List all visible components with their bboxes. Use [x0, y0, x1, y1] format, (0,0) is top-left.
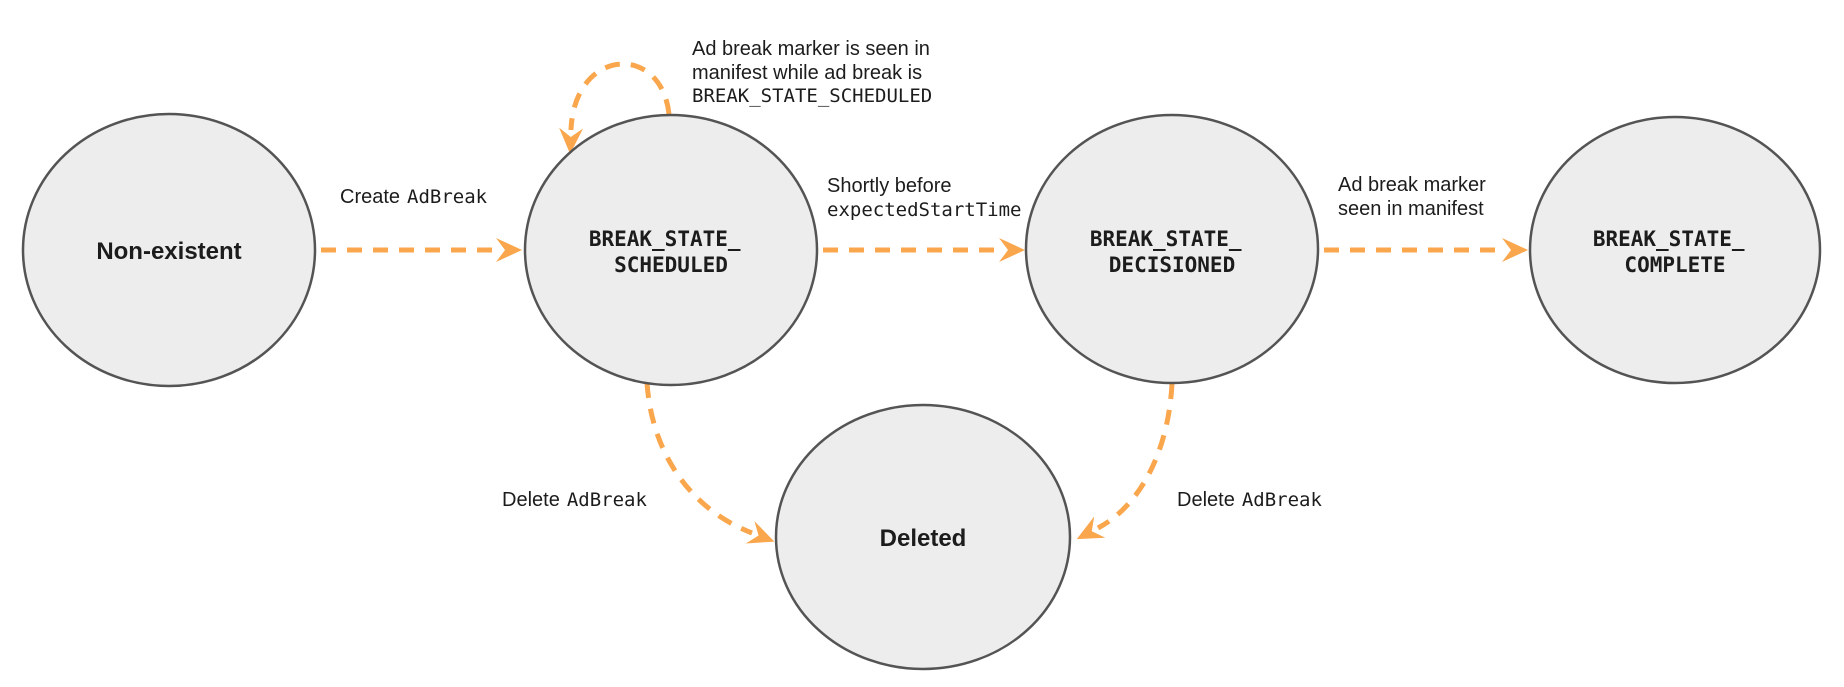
state-non-existent: Non-existent [21, 112, 317, 388]
state-break-state-decisioned: BREAK_STATE_ DECISIONED [1024, 113, 1320, 385]
state-label-non-existent: Non-existent [96, 238, 241, 265]
transition-shortly-before-expected-start: Shortly before expectedStartTime [823, 175, 1025, 262]
state-circle-non-existent [21, 112, 317, 388]
state-circle-break-state-scheduled [523, 113, 819, 387]
arrow-decisioned-to-deleted [1076, 383, 1175, 540]
state-circle-break-state-complete [1528, 115, 1822, 385]
transition-marker-seen-while-scheduled: Ad break marker is seen in manifest whil… [559, 38, 935, 154]
state-label-break-state-complete: BREAK_STATE_ COMPLETE [1593, 227, 1757, 277]
state-label-break-state-scheduled: BREAK_STATE_ SCHEDULED [589, 227, 753, 277]
state-circle-deleted [774, 403, 1072, 671]
transition-label-marker-seen: Ad break marker seen in manifest [1338, 174, 1491, 220]
transition-label-marker-seen-while-scheduled: Ad break marker is seen in manifest whil… [692, 38, 935, 107]
state-break-state-scheduled: BREAK_STATE_ SCHEDULED [523, 113, 819, 387]
state-deleted: Deleted [774, 403, 1072, 671]
transition-marker-seen-in-manifest: Ad break marker seen in manifest [1324, 174, 1528, 262]
arrow-scheduled-to-deleted [644, 382, 775, 544]
arrow-scheduled-self-loop [559, 61, 672, 154]
transition-label-shortly-before: Shortly before expectedStartTime [827, 175, 1021, 221]
state-label-deleted: Deleted [880, 525, 967, 552]
state-circle-break-state-decisioned [1024, 113, 1320, 385]
state-break-state-complete: BREAK_STATE_ COMPLETE [1528, 115, 1822, 385]
state-label-break-state-decisioned: BREAK_STATE_ DECISIONED [1090, 227, 1254, 277]
